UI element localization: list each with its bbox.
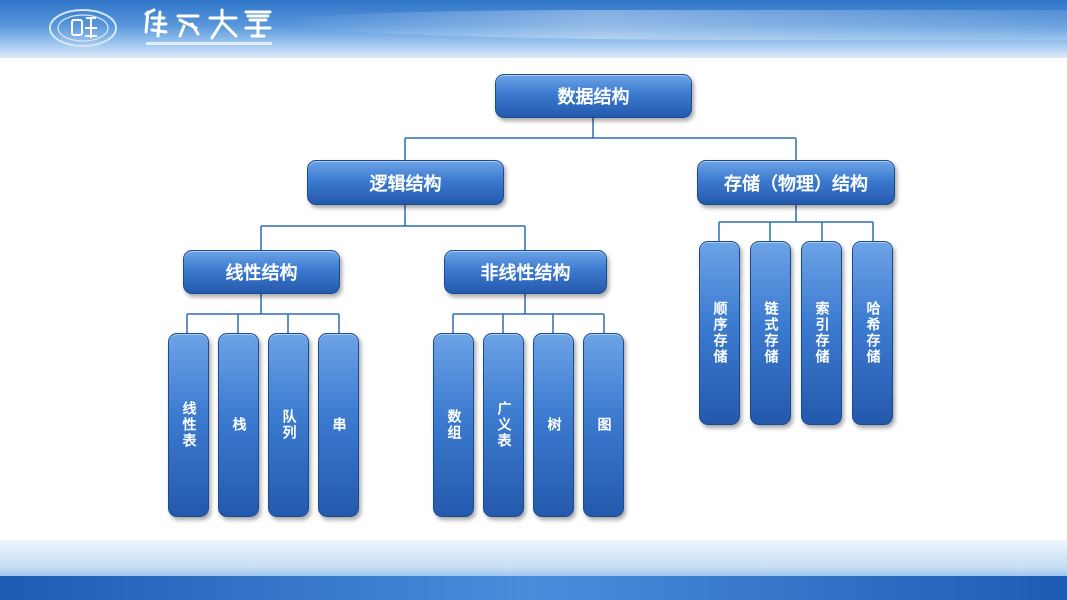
- leaf-tree: 树: [533, 333, 574, 517]
- leaf-string: 串: [318, 333, 359, 517]
- node-data-structure: 数据结构: [495, 74, 692, 118]
- leaf-graph: 图: [583, 333, 624, 517]
- leaf-stack: 栈: [218, 333, 259, 517]
- leaf-generalized-list: 广义表: [483, 333, 524, 517]
- leaf-hash-storage: 哈希存储: [852, 241, 893, 425]
- university-name-logo: [144, 8, 272, 45]
- node-linear-structure: 线性结构: [183, 250, 340, 294]
- leaf-array: 数组: [433, 333, 474, 517]
- university-seal-logo: [49, 9, 117, 47]
- node-nonlinear-structure: 非线性结构: [444, 250, 607, 294]
- leaf-index-storage: 索引存储: [801, 241, 842, 425]
- leaf-linear-list: 线性表: [168, 333, 209, 517]
- leaf-queue: 队列: [268, 333, 309, 517]
- leaf-linked-storage: 链式存储: [750, 241, 791, 425]
- header-banner: [0, 0, 1067, 58]
- footer-stripe: [0, 576, 1067, 600]
- leaf-sequential-storage: 顺序存储: [699, 241, 740, 425]
- node-storage-structure: 存储（物理）结构: [697, 160, 895, 205]
- node-logical-structure: 逻辑结构: [307, 160, 504, 205]
